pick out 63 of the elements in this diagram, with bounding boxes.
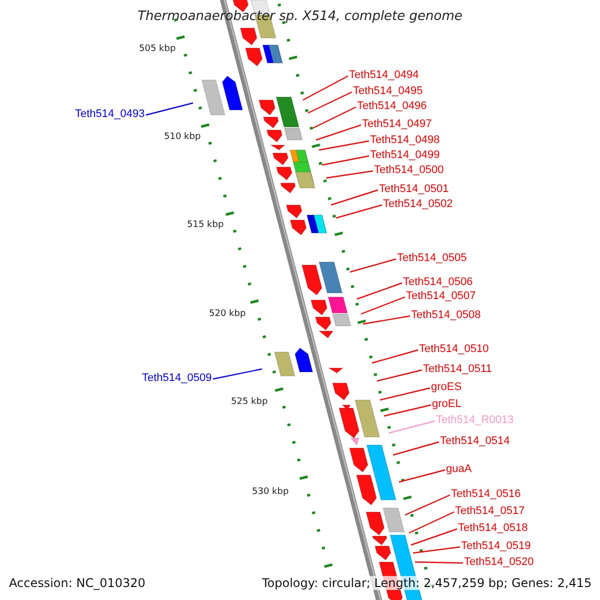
leader-line (404, 494, 450, 516)
gene-label: Teth514_0507 (406, 290, 476, 303)
leader-line (302, 75, 348, 101)
leader-line (372, 349, 418, 364)
gene-label: Teth514_0495 (353, 85, 423, 98)
leader-line (408, 511, 454, 534)
leader-line (376, 369, 422, 382)
leader-line (380, 387, 430, 401)
leader-line (398, 469, 446, 483)
leader-line (322, 155, 370, 166)
leader-line (388, 420, 436, 434)
gene-label: Teth514_0509 (142, 372, 212, 385)
gene-label: guaA (446, 463, 472, 476)
gene-label: Teth514_0514 (440, 435, 510, 448)
leader-line (316, 124, 362, 141)
leader-line (360, 296, 406, 315)
leader-line (326, 170, 374, 179)
leader-line (410, 528, 458, 546)
gene-label: groES (431, 381, 462, 394)
leader-line (146, 102, 194, 116)
gene-label: Teth514_0502 (383, 198, 453, 211)
leader-line (384, 404, 432, 417)
gene-label: Teth514_0499 (370, 149, 440, 162)
leader-line (414, 561, 464, 564)
leader-line (362, 315, 410, 325)
scale-label: 520 kbp (209, 309, 246, 320)
gene-label: Teth514_0506 (403, 276, 473, 289)
scale-label: 505 kbp (139, 44, 176, 55)
gene-label: Teth514_0520 (464, 556, 534, 569)
gene-label: Teth514_0517 (455, 505, 525, 518)
gene-label: Teth514_0498 (370, 134, 440, 147)
footer-text: Accession: NC_010320 (9, 576, 146, 590)
gene-label: Teth514_0493 (75, 108, 145, 121)
gene-label: Teth514_0496 (357, 100, 427, 113)
gene-label: groEL (432, 398, 462, 411)
leader-line (392, 441, 440, 456)
scale-label: 515 kbp (187, 220, 224, 231)
leader-line (312, 106, 356, 129)
gene-label: Teth514_0497 (362, 118, 432, 131)
gene-label: Teth514_R0013 (436, 414, 514, 427)
title: Thermoanaerobacter sp. X514, complete genome (136, 9, 464, 24)
leader-line (308, 91, 352, 114)
leader-line (336, 204, 382, 219)
leader-line (412, 546, 460, 554)
leader-line (212, 368, 262, 380)
gene-label: Teth514_0510 (419, 343, 489, 356)
gene-label: Teth514_0519 (461, 540, 531, 553)
leader-line (330, 189, 378, 206)
gene-label: Teth514_0500 (374, 164, 444, 177)
scale-label: 525 kbp (231, 397, 268, 408)
gene-label: Teth514_0508 (411, 309, 481, 322)
gene-label: Teth514_0516 (451, 488, 521, 501)
scale-label: 510 kbp (164, 132, 201, 143)
gene-label: Teth514_0511 (423, 363, 492, 376)
leader-line (356, 282, 402, 300)
leader-line (318, 140, 370, 151)
gene-label: Teth514_0501 (379, 183, 449, 196)
scale-label: 530 kbp (252, 487, 289, 498)
gene-label: Teth514_0494 (349, 69, 419, 82)
footer-text: Topology: circular; Length: 2,457,259 bp; Genes: 2,415 (262, 576, 592, 590)
gene-label: Teth514_0505 (397, 252, 467, 265)
gene-label: Teth514_0518 (458, 522, 528, 535)
leader-line (350, 258, 396, 273)
